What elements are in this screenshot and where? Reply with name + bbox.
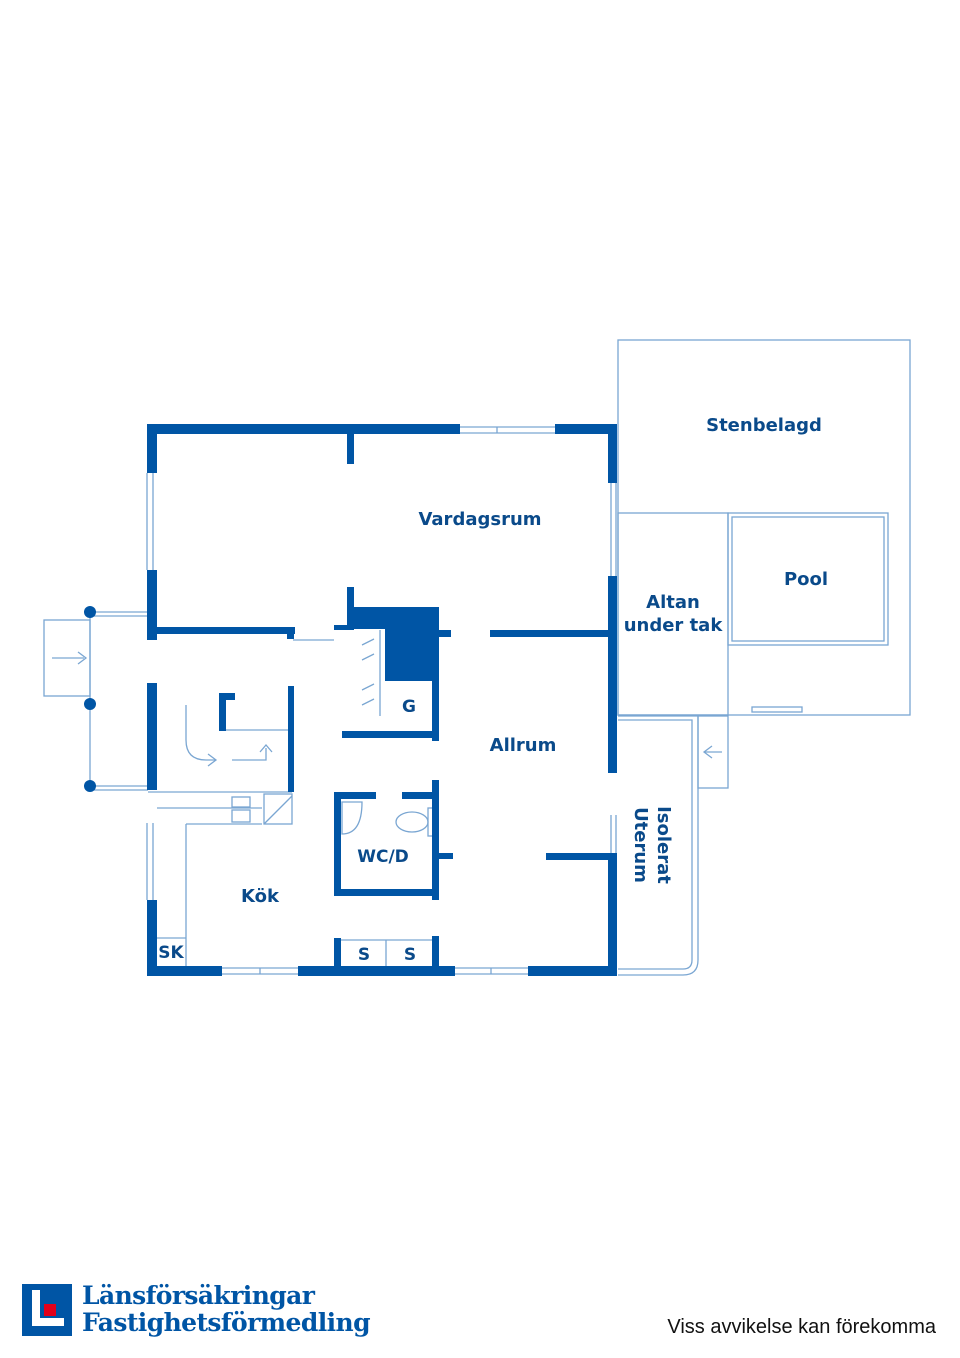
- room-label-s-left: S: [358, 945, 370, 965]
- room-label-s-right: S: [404, 945, 416, 965]
- disclaimer-text: Viss avvikelse kan förekomma: [667, 1316, 936, 1338]
- pool-inner-outline: [731, 516, 885, 642]
- pool-step: [751, 706, 803, 713]
- room-label-isolerat: Isolerat: [653, 806, 674, 884]
- sunroom-inner-outline: [618, 719, 693, 970]
- room-label-wcd: WC/D: [357, 847, 409, 867]
- brand-name: Länsförsäkringar Fastighetsförmedling: [82, 1281, 371, 1337]
- brand-mark-icon: [22, 1284, 72, 1336]
- sunroom-entry-landing: [697, 715, 729, 789]
- room-label-uterum: Uterum: [630, 807, 651, 883]
- walls: [147, 424, 617, 976]
- sunroom-outline: [618, 715, 699, 976]
- room-label-vardagsrum: Vardagsrum: [418, 509, 541, 530]
- covered-deck-outline: [617, 512, 729, 716]
- brand-line-2: Fastighetsförmedling: [82, 1308, 371, 1337]
- brand-logo: Länsförsäkringar Fastighetsförmedling: [22, 1282, 371, 1344]
- room-label-sk: SK: [158, 943, 184, 963]
- railing-posts: [84, 606, 96, 792]
- brand-line-1: Länsförsäkringar: [82, 1281, 315, 1310]
- room-label-garderob: G: [402, 697, 416, 717]
- room-label-pool: Pool: [784, 569, 828, 590]
- paved-terrace-outline: [617, 339, 911, 716]
- room-label-altan-line2: under tak: [624, 615, 724, 636]
- room-label-kok: Kök: [241, 886, 280, 907]
- room-label-allrum: Allrum: [490, 735, 557, 756]
- room-label-altan-line1: Altan: [646, 592, 700, 613]
- room-label-stenbelagd: Stenbelagd: [706, 415, 822, 436]
- pool-outline: [727, 512, 889, 646]
